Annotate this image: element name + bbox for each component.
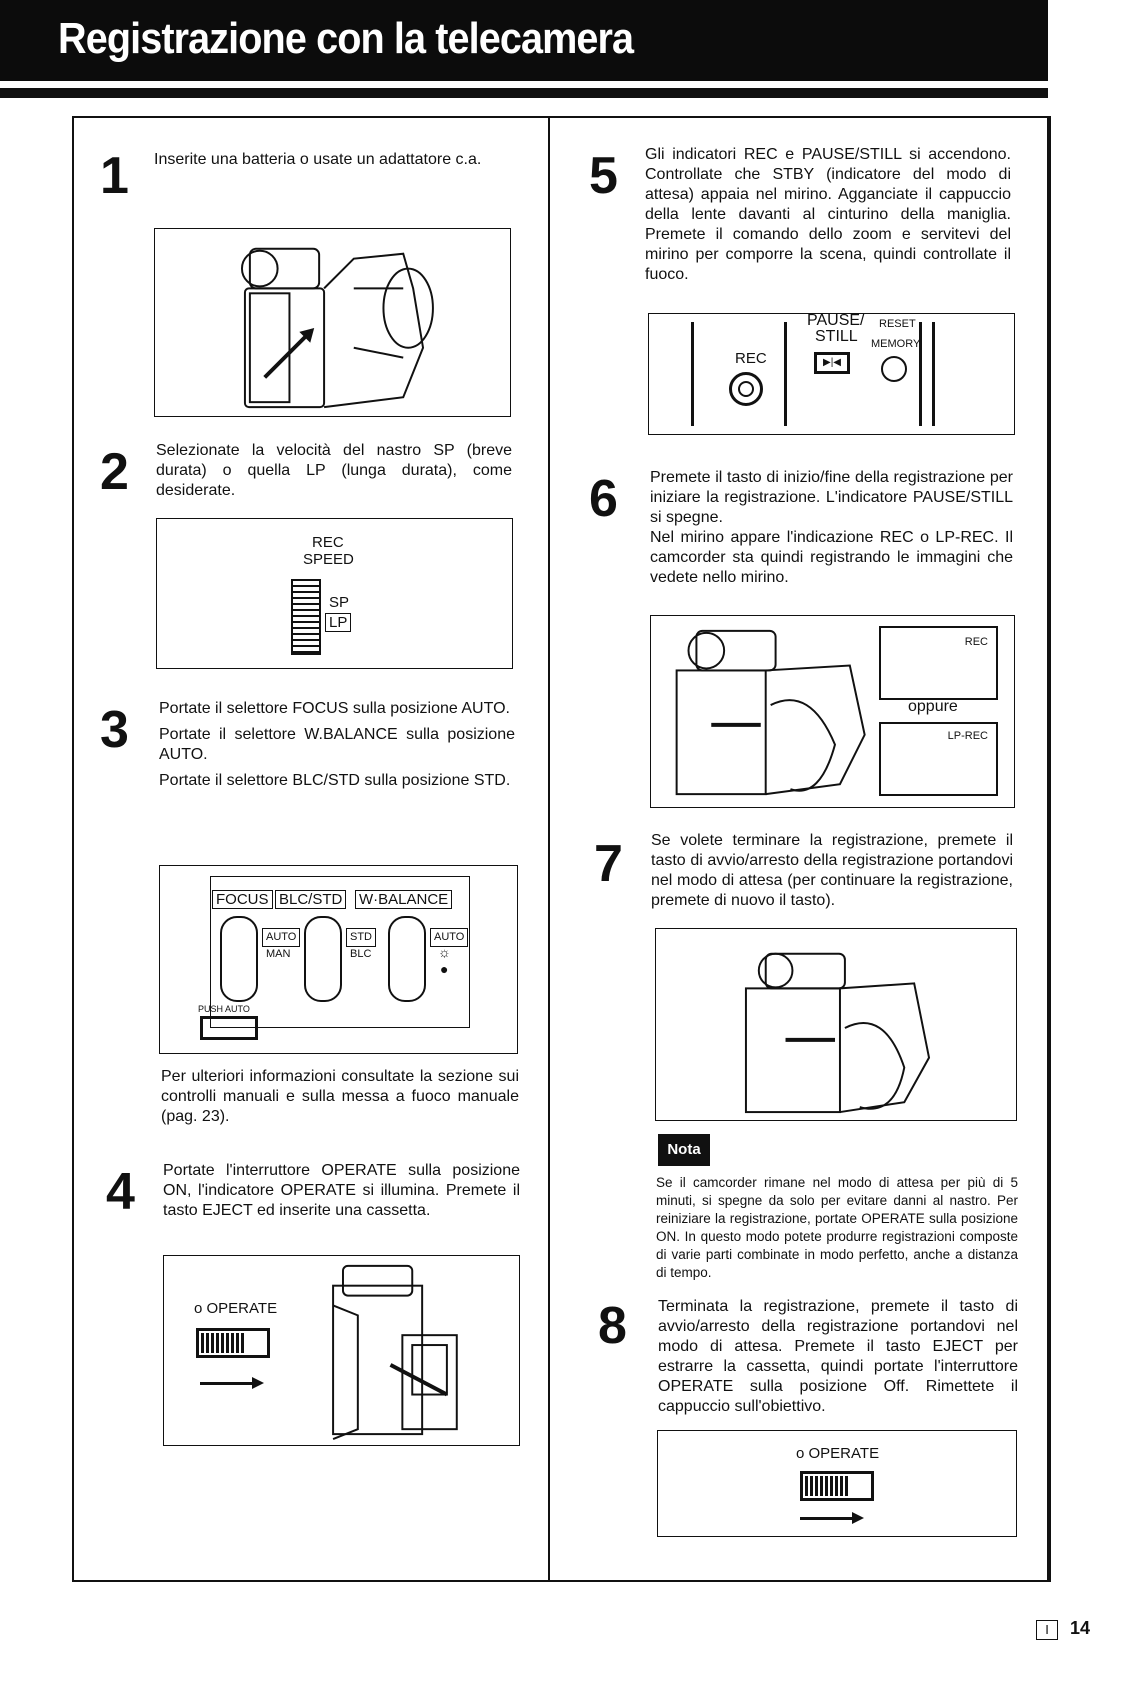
content-frame bbox=[72, 116, 1051, 1582]
camcorder-battery-illustration bbox=[154, 228, 511, 417]
paragraph: Terminata la registrazione, premete il t… bbox=[658, 1298, 1018, 1415]
viewfinder-rec: REC bbox=[879, 626, 998, 700]
divider-line bbox=[691, 322, 694, 426]
divider-line bbox=[784, 322, 787, 426]
or-label: oppure bbox=[908, 698, 958, 715]
step-3-text: Portate il selettore FOCUS sulla posizio… bbox=[159, 699, 515, 797]
sp-label: SP bbox=[329, 594, 350, 611]
focus-auto: AUTO bbox=[262, 928, 301, 947]
memory-label: MEMORY bbox=[871, 338, 921, 350]
rec-indicator: REC bbox=[964, 636, 988, 648]
speed-label: SPEED bbox=[303, 551, 354, 568]
rec-button[interactable] bbox=[729, 372, 763, 406]
step-4-text: Portate l'interruttore OPERATE sulla pos… bbox=[163, 1161, 520, 1227]
pause-still-button[interactable]: ▶|◀ bbox=[814, 352, 850, 374]
step-8-text: Terminata la registrazione, premete il t… bbox=[658, 1297, 1018, 1423]
camcorder-icon bbox=[240, 247, 434, 409]
bulb-icon: ● bbox=[440, 961, 449, 977]
rec-speed-figure: REC SPEED SP LP bbox=[156, 518, 513, 669]
nota-text: Se il camcorder rimane nel modo di attes… bbox=[656, 1175, 1018, 1280]
control-buttons-figure: REC PAUSE/ STILL ▶|◀ RESET MEMORY bbox=[648, 312, 1015, 435]
std-option: STD bbox=[346, 928, 376, 947]
w-balance-label: W·BALANCE bbox=[355, 890, 453, 909]
step-7-text: Se volete terminare la registrazione, pr… bbox=[651, 831, 1013, 917]
operate-label: o OPERATE bbox=[194, 1300, 278, 1317]
step-3-note: Per ulteriori informazioni consultate la… bbox=[161, 1068, 519, 1125]
divider-line bbox=[932, 322, 935, 426]
paragraph: Portate l'interruttore OPERATE sulla pos… bbox=[163, 1162, 520, 1219]
operate-switch[interactable] bbox=[800, 1471, 874, 1501]
recording-figure: REC oppure LP-REC bbox=[650, 615, 1015, 808]
blc-std-label: BLC/STD bbox=[275, 890, 347, 909]
header-rule bbox=[0, 88, 1048, 98]
step-number: 6 bbox=[589, 470, 618, 528]
reset-label: RESET bbox=[879, 318, 916, 330]
page-number: 14 bbox=[1070, 1618, 1091, 1638]
camcorder-hand-icon bbox=[675, 629, 866, 796]
operate-off-figure: o OPERATE bbox=[657, 1430, 1017, 1537]
paragraph: Se volete terminare la registrazione, pr… bbox=[651, 832, 1013, 909]
divider-line bbox=[919, 322, 922, 426]
blc-option: BLC bbox=[350, 948, 372, 960]
step-6-text: Premete il tasto di inizio/fine della re… bbox=[650, 468, 1013, 594]
paragraph: Premete il tasto di inizio/fine della re… bbox=[650, 469, 1013, 526]
operate-switch[interactable] bbox=[196, 1328, 270, 1358]
step-number: 2 bbox=[100, 443, 129, 501]
step-number: 1 bbox=[100, 147, 129, 205]
step-number: 3 bbox=[100, 701, 129, 759]
step-number: 5 bbox=[589, 147, 618, 205]
column-divider bbox=[548, 116, 550, 1582]
paragraph: Portate il selettore BLC/STD sulla posiz… bbox=[159, 772, 511, 789]
paragraph: Nel mirino appare l'indicazione REC o LP… bbox=[650, 529, 1013, 586]
viewfinder-lp-rec: LP-REC bbox=[879, 722, 998, 796]
paragraph: Inserite una batteria o usate un adattat… bbox=[154, 151, 482, 168]
step-5-text: Gli indicatori REC e PAUSE/STILL si acce… bbox=[645, 145, 1011, 291]
cassette-insert-figure: o OPERATE bbox=[163, 1255, 520, 1446]
still-label: STILL bbox=[815, 328, 858, 345]
step-1-text: Inserite una batteria o usate un adattat… bbox=[154, 150, 514, 176]
blc-std-switch[interactable] bbox=[304, 916, 342, 1002]
paragraph: Selezionate la velocità del nastro SP (b… bbox=[156, 442, 512, 499]
push-auto-label: PUSH AUTO bbox=[198, 1004, 250, 1014]
step-number: 8 bbox=[598, 1297, 627, 1355]
page-title: Registrazione con la telecamera bbox=[58, 14, 634, 63]
rec-label: REC bbox=[312, 534, 344, 551]
lp-label: LP bbox=[325, 613, 352, 632]
w-balance-switch[interactable] bbox=[388, 916, 426, 1002]
language-badge: I bbox=[1036, 1620, 1058, 1640]
paragraph: Gli indicatori REC e PAUSE/STILL si acce… bbox=[645, 146, 1011, 283]
sun-icon: ☼ bbox=[438, 944, 451, 960]
stop-recording-figure bbox=[655, 928, 1017, 1121]
focus-switch[interactable] bbox=[220, 916, 258, 1002]
focus-label: FOCUS bbox=[212, 890, 273, 909]
push-auto-button[interactable] bbox=[200, 1016, 258, 1040]
title-banner: Registrazione con la telecamera bbox=[0, 0, 1048, 81]
paragraph: Portate il selettore FOCUS sulla posizio… bbox=[159, 700, 510, 717]
step-number: 7 bbox=[594, 835, 623, 893]
arrow-right-icon bbox=[200, 1377, 264, 1389]
pause-label: PAUSE/ bbox=[807, 312, 865, 329]
wb-auto: AUTO bbox=[430, 928, 469, 947]
focus-man: MAN bbox=[266, 948, 291, 960]
step-2-text: Selezionate la velocità del nastro SP (b… bbox=[156, 441, 512, 507]
camcorder-hand-icon bbox=[744, 952, 931, 1114]
rec-label: REC bbox=[735, 350, 767, 367]
camcorder-cassette-icon bbox=[332, 1264, 458, 1440]
lp-rec-indicator: LP-REC bbox=[947, 730, 988, 742]
paragraph: Portate il selettore W.BALANCE sulla pos… bbox=[159, 726, 515, 763]
speed-switch[interactable] bbox=[291, 579, 321, 655]
panel-outline bbox=[210, 876, 470, 1028]
arrow-right-icon bbox=[800, 1512, 864, 1524]
nota-badge: Nota bbox=[658, 1134, 710, 1166]
step-number: 4 bbox=[106, 1163, 135, 1221]
selectors-figure: FOCUS BLC/STD W·BALANCE AUTO MAN STD BLC… bbox=[159, 865, 518, 1054]
memory-button[interactable] bbox=[881, 356, 907, 382]
operate-label: o OPERATE bbox=[796, 1445, 880, 1462]
